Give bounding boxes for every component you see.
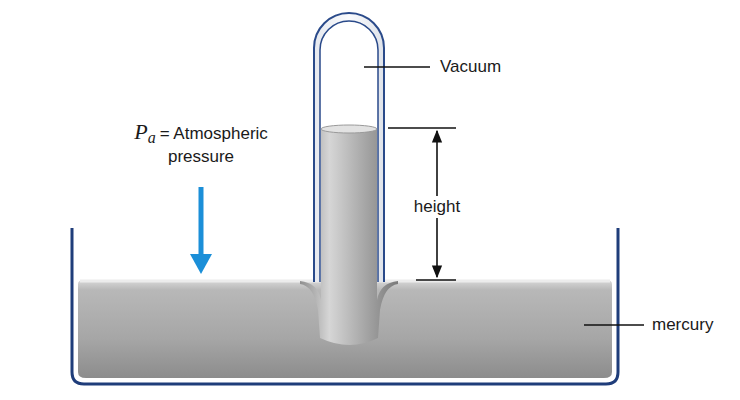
height-label: height <box>411 196 463 218</box>
mercury-column <box>300 128 398 345</box>
leader-line <box>364 66 430 68</box>
mercury-label: mercury <box>652 314 713 336</box>
pressure-label: Pa= Atmospheric pressure <box>126 120 276 168</box>
subscript: a <box>148 129 156 146</box>
pressure-arrow <box>190 254 212 274</box>
pressure-text: = Atmospheric pressure <box>160 124 268 166</box>
symbol: P <box>134 119 147 144</box>
leader-line <box>584 324 644 326</box>
vacuum-label: Vacuum <box>440 56 501 78</box>
